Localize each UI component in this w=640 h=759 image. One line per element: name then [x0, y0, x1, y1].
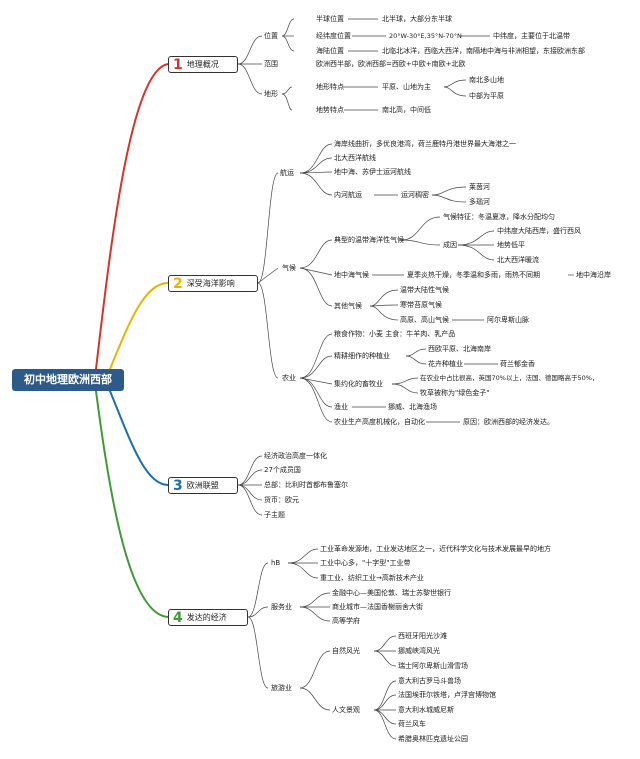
node-continental-climate[interactable]: 温带大陆性气候: [400, 286, 449, 294]
node-eu-currency[interactable]: 货币：欧元: [264, 496, 299, 504]
node-elevation-value[interactable]: 南北高，中间低: [382, 106, 431, 114]
node-natural-scenery[interactable]: 自然风光: [332, 647, 360, 655]
node-maritime-climate[interactable]: 典型的温带海洋性气候: [334, 236, 404, 244]
link-root-b4: [95, 390, 169, 618]
node-eu-subtopic[interactable]: 子主题: [264, 511, 285, 519]
node-cause-westerlies[interactable]: 中纬度大陆西岸，盛行西风: [497, 227, 581, 235]
node-scope[interactable]: 范围: [264, 60, 278, 68]
node-colosseum[interactable]: 意大利古罗马斗兽场: [398, 677, 461, 685]
node-fishery[interactable]: 渔业: [334, 403, 348, 411]
node-alps[interactable]: 阿尔卑斯山脉: [487, 316, 529, 324]
node-shipping[interactable]: 航运: [280, 169, 294, 177]
node-universities[interactable]: 高等学府: [332, 617, 360, 625]
node-eu-integration[interactable]: 经济政治高度一体化: [264, 452, 327, 460]
node-swiss-ski[interactable]: 瑞士阿尔卑斯山滑雪场: [398, 662, 468, 670]
branch-number: 3: [173, 477, 183, 494]
node-hemisphere-value[interactable]: 北半球，大部分东半球: [382, 15, 452, 23]
node-eiffel-louvre[interactable]: 法国埃菲尔铁塔，卢浮宫博物馆: [398, 691, 496, 699]
node-latlon-zone[interactable]: 中纬度，主要位于北温带: [493, 32, 570, 40]
node-inland-shipping[interactable]: 内河航运: [334, 191, 362, 199]
node-latlon[interactable]: 经纬度位置: [316, 32, 351, 40]
node-industrial-revolution[interactable]: 工业革命发源地，工业发达地区之一，近代科学文化与技术发展最早的地方: [320, 545, 551, 553]
node-spain-beaches[interactable]: 西班牙阳光沙滩: [398, 632, 447, 640]
node-highland-climate[interactable]: 高原、高山气候: [400, 316, 449, 324]
node-mountains-north-south[interactable]: 南北多山地: [469, 76, 504, 84]
node-cultural-sights[interactable]: 人文景观: [332, 706, 360, 714]
node-mediterranean-climate[interactable]: 地中海气候: [334, 271, 369, 279]
node-terrain[interactable]: 地形: [264, 90, 278, 98]
node-mediterranean-route[interactable]: 地中海、苏伊士运河航线: [334, 168, 411, 176]
node-climate-features[interactable]: 气候特征：冬温夏凉，降水分配均匀: [443, 213, 555, 221]
node-green-gold[interactable]: 牧草被称为"绿色金子": [420, 389, 490, 397]
node-olympia[interactable]: 希腊奥林匹克遗址公园: [398, 735, 468, 743]
node-tourism[interactable]: 旅游业: [271, 684, 292, 692]
branch-number: 2: [173, 275, 183, 292]
node-mechanization[interactable]: 农业生产高度机械化，自动化: [334, 418, 425, 426]
node-intensive-farming[interactable]: 精耕细作的种植业: [334, 352, 390, 360]
branch-label: 欧洲联盟: [186, 481, 219, 490]
node-industry[interactable]: hB: [271, 559, 281, 567]
node-latlon-value[interactable]: 20°W-30°E,35°N-70°N: [389, 32, 462, 40]
node-tulips[interactable]: 荷兰郁金香: [500, 360, 535, 368]
node-plains-central[interactable]: 中部为平原: [469, 92, 504, 100]
node-coastline[interactable]: 海岸线曲折，多优良港湾，荷兰鹿特丹港世界最大海港之一: [334, 140, 516, 148]
node-other-climates[interactable]: 其他气候: [334, 302, 362, 310]
link-root-b3: [109, 390, 169, 486]
branch-european-union[interactable]: 3 欧洲联盟: [168, 477, 238, 494]
node-venice[interactable]: 意大利水城威尼斯: [398, 706, 454, 714]
node-eu-headquarters[interactable]: 总部：比利时首都布鲁塞尔: [264, 481, 348, 489]
node-cause-current[interactable]: 北大西洋暖流: [497, 256, 539, 264]
node-climate[interactable]: 气候: [282, 264, 296, 272]
node-climate-causes[interactable]: 成因: [443, 241, 457, 249]
node-sea-land[interactable]: 海陆位置: [316, 47, 344, 55]
node-flower-growing[interactable]: 花卉种植业: [428, 360, 463, 368]
node-elevation-features[interactable]: 地势特点: [316, 106, 344, 114]
node-location[interactable]: 位置: [264, 32, 278, 40]
node-fishery-value[interactable]: 挪威、北海渔场: [388, 403, 437, 411]
node-danube[interactable]: 多瑙河: [469, 198, 490, 206]
node-industrial-belt[interactable]: 工业中心多，"十字型"工业带: [320, 559, 411, 567]
node-commercial-city[interactable]: 商业城市—法国香榭丽舍大街: [332, 603, 423, 611]
node-livestock[interactable]: 集约化的畜牧业: [334, 380, 383, 388]
node-north-atlantic-route[interactable]: 北大西洋航线: [334, 154, 376, 162]
node-eu-members[interactable]: 27个成员国: [264, 466, 301, 474]
node-landform-features[interactable]: 地形特点: [316, 83, 344, 91]
node-norway-fjords[interactable]: 挪威峡湾风光: [398, 647, 440, 655]
branch-number: 4: [173, 609, 183, 626]
node-canals[interactable]: 运河稠密: [401, 191, 429, 199]
node-crops[interactable]: 粮食作物：小麦 主食：牛羊肉、乳产品: [334, 330, 456, 338]
node-livestock-share[interactable]: 在农业中占比很高，英国70%以上，法国、德国略高于50%，: [420, 374, 599, 382]
node-sea-land-value[interactable]: 北临北冰洋，西临大西洋，南隔地中海与非洲相望，东接欧洲东部: [382, 47, 585, 55]
node-finance-center[interactable]: 金融中心—美国伦敦、瑞士苏黎世银行: [332, 589, 451, 597]
node-windmills[interactable]: 荷兰风车: [398, 720, 426, 728]
node-hemisphere[interactable]: 半球位置: [316, 15, 344, 23]
link-root-b1: [95, 63, 169, 370]
branch-geography-overview[interactable]: 1 地理概况: [168, 56, 238, 73]
node-mediterranean-value[interactable]: 夏季炎热干燥，冬季温和多雨，雨热不同期: [407, 271, 540, 279]
node-services[interactable]: 服务业: [271, 603, 292, 611]
root-node[interactable]: 初中地理欧洲西部: [12, 369, 124, 391]
link-root-b2: [109, 282, 169, 370]
branch-label: 深受海洋影响: [186, 279, 235, 288]
node-tundra-climate[interactable]: 寒带苔原气候: [400, 301, 442, 309]
branch-label: 发达的经济: [186, 613, 227, 622]
node-cause-lowland[interactable]: 地势低平: [497, 241, 525, 249]
node-mechanization-reason[interactable]: 原因：欧洲西部的经济发达。: [463, 418, 554, 426]
node-mediterranean-coast[interactable]: 地中海沿岸: [576, 271, 611, 279]
node-industry-upgrade[interactable]: 重工业、纺织工业→高新技术产业: [320, 574, 424, 582]
node-landform-value[interactable]: 平原、山地为主: [382, 83, 431, 91]
node-agriculture[interactable]: 农业: [282, 374, 296, 382]
node-west-plain[interactable]: 西欧平原、北海南岸: [428, 345, 491, 353]
branch-number: 1: [173, 56, 183, 73]
node-scope-value[interactable]: 欧洲西半部，欧洲西部=西欧+中欧+南欧+北欧: [316, 60, 466, 68]
branch-ocean-influence[interactable]: 2 深受海洋影响: [168, 275, 258, 292]
branch-label: 地理概况: [186, 60, 219, 69]
branch-developed-economy[interactable]: 4 发达的经济: [168, 609, 248, 626]
node-rhine[interactable]: 莱茵河: [469, 183, 490, 191]
